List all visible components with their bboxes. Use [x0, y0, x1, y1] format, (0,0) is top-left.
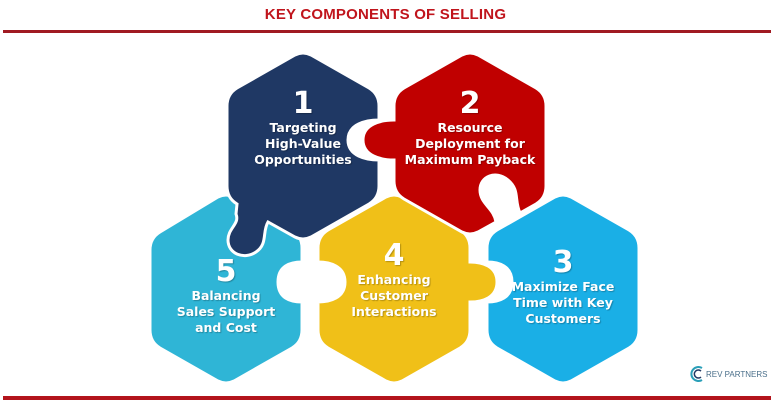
bottom-divider — [3, 396, 771, 400]
piece-1-line-3: Opportunities — [254, 152, 352, 167]
puzzle-piece-4 — [316, 193, 499, 385]
piece-4-label: 4 Enhancing Customer Interactions — [309, 240, 479, 320]
puzzle-piece-1 — [225, 51, 381, 257]
piece-3-line-2: Time with Key — [513, 295, 613, 310]
piece-5-line-2: Sales Support — [176, 304, 276, 319]
piece-2-number: 2 — [459, 86, 481, 121]
page-title: KEY COMPONENTS OF SELLING — [264, 6, 507, 23]
piece-5-label: 5 Balancing Sales Support and Cost — [141, 256, 311, 336]
piece-2-line-3: Maximum Payback — [404, 152, 536, 167]
puzzle-piece-3 — [485, 193, 641, 385]
piece-1-label: 1 Targeting High-Value Opportunities — [218, 88, 388, 168]
rev-partners-logo: REV PARTNERS — [690, 366, 768, 382]
piece-4-line-3: Interactions — [351, 304, 437, 319]
piece-4-line-2: Customer — [360, 288, 428, 303]
piece-1-number: 1 — [292, 86, 314, 121]
piece-5-line-1: Balancing — [191, 288, 261, 303]
piece-2-label: 2 Resource Deployment for Maximum Paybac… — [385, 88, 555, 168]
piece-1-line-2: High-Value — [265, 136, 341, 151]
logo-swoosh-icon — [690, 366, 703, 382]
piece-4-number: 4 — [383, 238, 405, 273]
puzzle-piece-2 — [361, 51, 548, 236]
piece-5-line-3: and Cost — [195, 320, 257, 335]
logo-text: REV PARTNERS — [706, 369, 768, 379]
top-divider — [3, 30, 771, 33]
piece-3-line-1: Maximize Face — [511, 279, 615, 294]
piece-3-number: 3 — [552, 245, 574, 280]
piece-5-number: 5 — [215, 254, 237, 289]
piece-2-line-1: Resource — [437, 120, 503, 135]
piece-3-label: 3 Maximize Face Time with Key Customers — [478, 247, 648, 327]
piece-1-line-1: Targeting — [269, 120, 337, 135]
piece-4-line-1: Enhancing — [357, 272, 431, 287]
piece-3-line-3: Customers — [525, 311, 601, 326]
piece-2-line-2: Deployment for — [415, 136, 525, 151]
